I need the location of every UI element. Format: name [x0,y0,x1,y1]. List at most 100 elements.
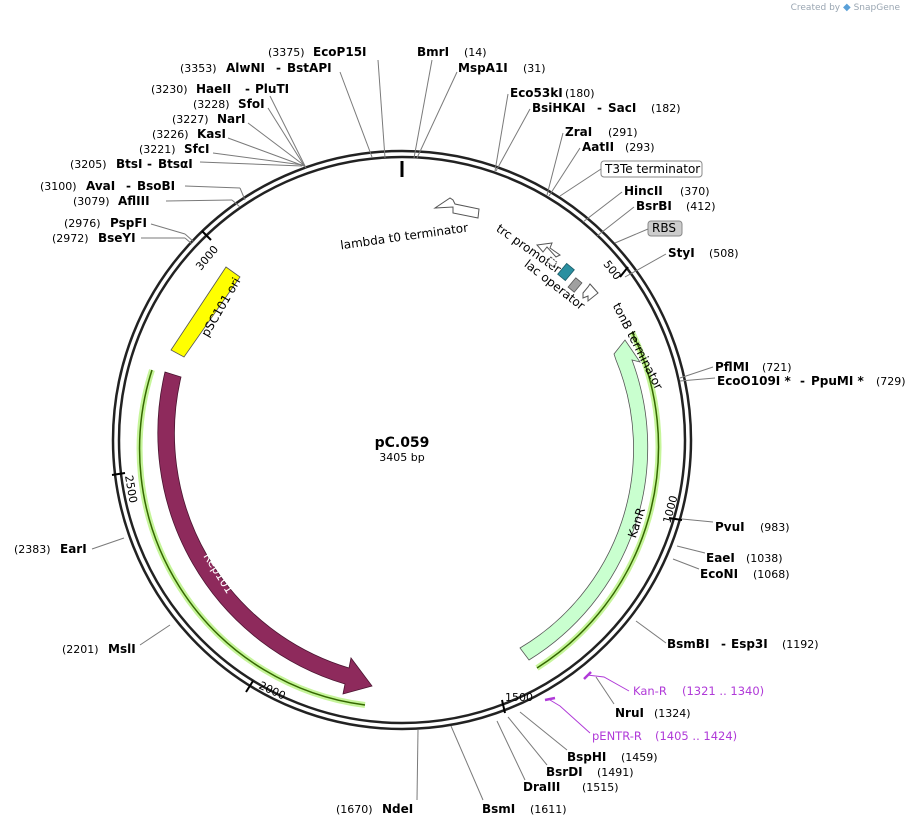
site-bsmi[interactable]: BsmI (1611) [450,725,567,816]
svg-text:PluTI: PluTI [255,82,289,96]
site-bmri[interactable]: BmrI (14) [413,45,487,159]
primers: Kan-R (1321 .. 1340) pENTR-R (1405 .. 14… [544,671,764,743]
site-hincii[interactable]: HincII (370) [582,184,710,223]
svg-text:SacI: SacI [608,101,636,115]
site-btsi[interactable]: (3205) BtsI - BtsαI [70,157,303,171]
site-ndei[interactable]: (1670) NdeI [336,729,419,816]
svg-text:(3228): (3228) [193,98,230,111]
site-econi[interactable]: EcoNI (1068) [672,558,790,581]
svg-text:PvuI: PvuI [715,520,745,534]
svg-text:BsiHKAI: BsiHKAI [532,101,586,115]
site-bsrdi[interactable]: BsrDI (1491) [507,716,634,779]
site-haeii[interactable]: (3230) HaeII - PluTI [151,82,307,169]
svg-text:(1459): (1459) [621,751,658,764]
lambda-t0-arrow [433,197,480,219]
site-sfci[interactable]: (3221) SfcI [139,142,304,166]
svg-text:2500: 2500 [122,474,140,504]
site-pflmi[interactable]: PflMI (721) [679,360,792,379]
site-aatii[interactable]: AatII (293) [548,140,655,197]
svg-text:AatII: AatII [582,140,614,154]
svg-text:BsoBI: BsoBI [137,179,175,193]
primer-pentr-r[interactable]: pENTR-R (1405 .. 1424) [544,696,737,743]
feature-rep101[interactable]: Rep101 [136,369,373,708]
svg-text:Esp3I: Esp3I [731,637,768,651]
svg-text:Kan-R: Kan-R [633,684,667,698]
svg-text:BsmBI: BsmBI [667,637,709,651]
svg-text:BtsαI: BtsαI [158,157,193,171]
site-ecop15i[interactable]: (3375) EcoP15I [268,45,386,159]
site-eaei[interactable]: EaeI (1038) [676,545,783,565]
svg-text:EarI: EarI [60,542,87,556]
svg-text:PspFI: PspFI [110,216,147,230]
site-avai[interactable]: (3100) AvaI - BsoBI [40,179,246,201]
site-pspfi[interactable]: (2976) PspFI [64,216,195,243]
svg-text:AflIII: AflIII [118,194,150,208]
boxed-label-t3te[interactable]: T3Te terminator [559,160,703,197]
primer-kan-r[interactable]: Kan-R (1321 .. 1340) [583,671,764,698]
site-zrai[interactable]: ZraI (291) [546,125,638,196]
svg-text:HaeII: HaeII [196,82,231,96]
svg-text:(1324): (1324) [654,707,691,720]
site-nari[interactable]: (3227) NarI [172,112,306,167]
site-nrui[interactable]: NruI (1324) [595,676,691,720]
svg-text:RBS: RBS [652,221,676,235]
site-alwni[interactable]: (3353) AlwNI - BstAPI [180,61,373,158]
feature-lambda-t0-terminator[interactable]: lambda t0 terminator [339,197,480,253]
scale-tick-2500: 2500 [111,472,140,504]
svg-text:(729): (729) [876,375,906,388]
svg-text:(3221): (3221) [139,143,176,156]
svg-text:-: - [721,637,726,651]
svg-text:BsrBI: BsrBI [636,199,672,213]
feature-teal-block[interactable] [557,262,575,282]
site-bsihkai[interactable]: BsiHKAI - SacI (182) [495,101,681,172]
site-eco53ki[interactable]: Eco53kI (180) [494,86,595,172]
rep101-highlight-line [138,369,366,706]
site-ecoo109i[interactable]: EcoO109I * - PpuMI * (729) [679,374,906,388]
svg-text:AvaI: AvaI [86,179,115,193]
svg-text:(2972): (2972) [52,232,89,245]
site-styi[interactable]: StyI (508) [624,246,739,278]
feature-kanr[interactable]: KanR [519,330,662,671]
site-afliii[interactable]: (3079) AflIII [73,194,241,208]
backbone [111,149,693,731]
svg-text:(3227): (3227) [172,113,209,126]
svg-text:-: - [597,101,602,115]
kanr-highlight-line [536,331,660,669]
feature-psc101-ori[interactable]: pSC101 ori [170,266,243,358]
svg-text:MslI: MslI [108,642,136,656]
svg-text:BsmI: BsmI [482,802,515,816]
site-bsmbi[interactable]: BsmBI - Esp3I (1192) [635,620,819,651]
site-bsphi[interactable]: BspHI (1459) [519,711,658,764]
site-pvui[interactable]: PvuI (983) [681,518,790,534]
site-mspa1i[interactable]: MspA1I (31) [416,61,546,159]
site-kasi[interactable]: (3226) KasI [152,127,305,167]
boxed-label-rbs[interactable]: RBS [614,220,683,244]
kanr-shape [519,339,649,661]
svg-text:1500: 1500 [505,691,533,704]
svg-text:3000: 3000 [193,243,221,273]
feature-rbs[interactable] [567,277,583,293]
lambda-t0-label: lambda t0 terminator [339,221,468,253]
svg-text:(2383): (2383) [14,543,51,556]
svg-text:-: - [245,82,250,96]
site-draiii[interactable]: DraIII (1515) [496,720,619,794]
svg-text:(293): (293) [625,141,655,154]
site-bsrbi[interactable]: BsrBI (412) [596,199,716,237]
snapgene-watermark: Created by ◆ SnapGene [791,2,900,13]
plasmid-length: 3405 bp [379,451,424,464]
site-eari[interactable]: (2383) EarI [14,537,125,556]
svg-text:(1192): (1192) [782,638,819,651]
site-msli[interactable]: (2201) MslI [62,624,171,656]
svg-text:SfcI: SfcI [184,142,209,156]
svg-text:-: - [126,179,131,193]
site-sfoi[interactable]: (3228) SfoI [193,97,306,168]
created-by-text: Created by [790,3,841,13]
brand-text: SnapGene [853,3,900,13]
svg-text:PflMI: PflMI [715,360,749,374]
site-bseyi[interactable]: (2972) BseYI [52,231,193,245]
trc-promoter-arrow [536,242,561,258]
svg-text:KasI: KasI [197,127,226,141]
svg-text:(2976): (2976) [64,217,101,230]
tonb-arrow [582,283,599,303]
svg-text:(31): (31) [523,62,546,75]
